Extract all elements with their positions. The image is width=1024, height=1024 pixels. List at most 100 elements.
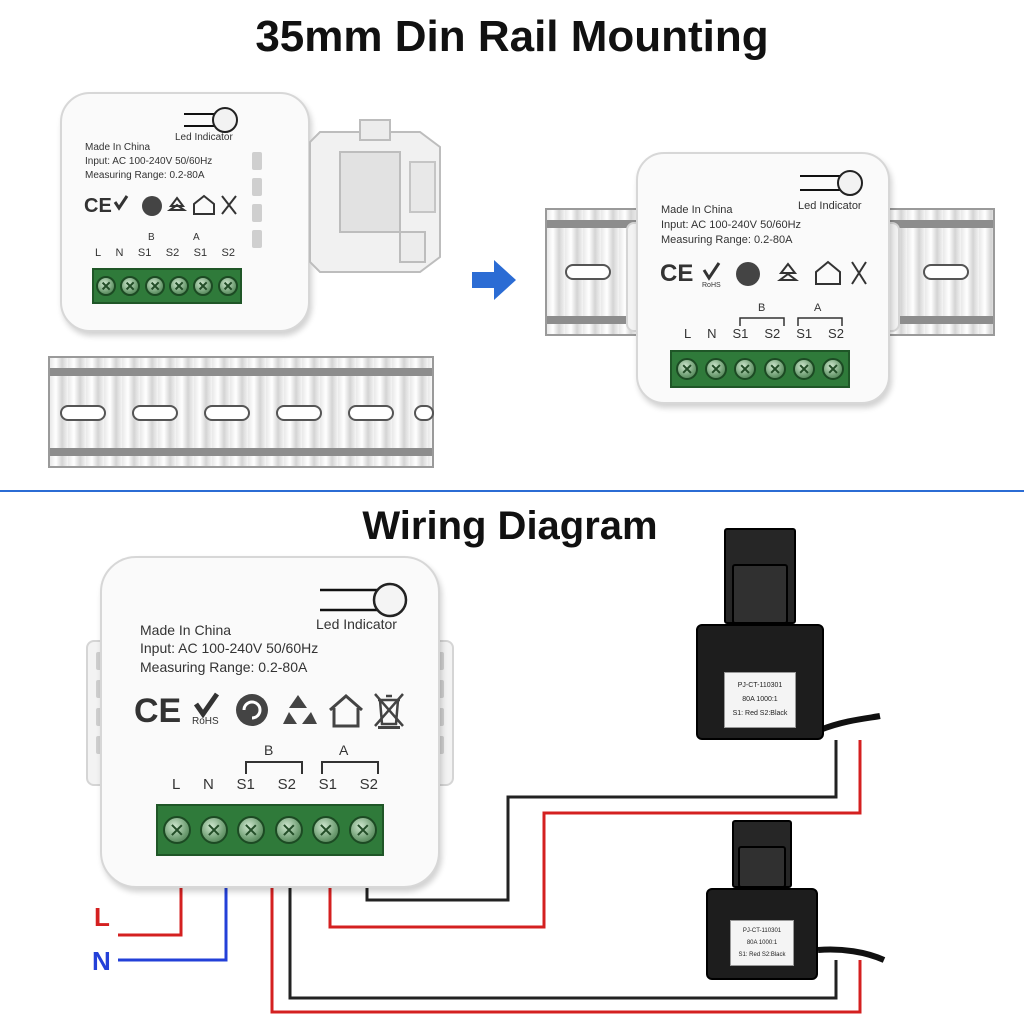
terminal-block [92, 268, 242, 304]
terminal-block [670, 350, 850, 388]
title-wiring-diagram: Wiring Diagram [362, 504, 658, 548]
terminal-label-b-s1: S1 [236, 776, 255, 793]
terminal-screw [217, 276, 238, 296]
group-b-label: B [264, 742, 274, 758]
terminal-label-l: L [172, 776, 181, 793]
ct-a-s2-wire [365, 740, 838, 902]
terminal-screw [734, 358, 757, 380]
group-a-label: A [193, 232, 200, 243]
terminal-screw [120, 276, 141, 296]
terminal-screw [199, 816, 228, 844]
ct-ratio: 80A 1000:1 [742, 696, 778, 703]
measuring-range-spec: Measuring Range: 0.2-80A [661, 234, 793, 246]
module-on-rail: Led Indicator Made In China Input: AC 10… [626, 152, 900, 404]
input-spec: Input: AC 100-240V 50/60Hz [85, 156, 213, 167]
ct-label-a: PJ-CT-110301 80A 1000:1 S1: Red S2:Black [724, 672, 796, 728]
terminal-labels: L N S1 S2 S1 S2 [95, 247, 235, 259]
led-indicator-icon [320, 582, 408, 618]
terminal-screw [193, 276, 214, 296]
ct-wire-colors: S1: Red S2:Black [738, 952, 786, 958]
ct-b-s1-wire [270, 856, 862, 1014]
terminal-screw [792, 358, 815, 380]
ct-b-cable [817, 946, 886, 963]
terminal-label-a-s2: S2 [828, 326, 844, 341]
ct-label-b: PJ-CT-110301 80A 1000:1 S1: Red S2:Black [730, 920, 794, 966]
group-b-label: B [758, 302, 766, 314]
ct-model: PJ-CT-110301 [737, 682, 783, 689]
led-indicator-icon [184, 107, 238, 133]
led-indicator-label: Led Indicator [798, 200, 862, 212]
terminal-label-b-s1: S1 [732, 326, 749, 341]
terminal-labels: L N S1 S2 S1 S2 [684, 326, 844, 341]
terminal-label-b-s1: S1 [137, 247, 152, 259]
measuring-range-spec: Measuring Range: 0.2-80A [140, 659, 308, 675]
measuring-range-spec: Measuring Range: 0.2-80A [85, 170, 205, 181]
din-clip-bracket [309, 119, 441, 273]
group-brackets [739, 317, 843, 326]
weee-bin-icon [374, 693, 404, 729]
svg-text:CE: CE [660, 260, 693, 287]
section-divider [0, 490, 1024, 492]
ct-ratio: 80A 1000:1 [746, 940, 778, 946]
neutral-label: N [92, 946, 111, 976]
group-b-label: B [148, 232, 155, 243]
terminal-label-n: N [203, 776, 214, 793]
svg-text:RoHS: RoHS [702, 282, 721, 288]
led-indicator-icon [800, 170, 863, 196]
ct-model: PJ-CT-110301 [742, 928, 782, 934]
led-indicator-label: Led Indicator [175, 132, 233, 143]
terminal-screw [162, 816, 191, 844]
ct-a-cable [818, 713, 881, 733]
led-indicator-label: Led Indicator [316, 616, 397, 632]
terminal-screw [822, 358, 845, 380]
ct-wire-colors: S1: Red S2:Black [732, 710, 788, 717]
group-a-label: A [814, 302, 822, 314]
group-brackets [245, 761, 379, 774]
terminal-label-l: L [95, 247, 102, 259]
rohs-check-icon [193, 692, 220, 719]
terminal-screw [144, 276, 165, 296]
terminal-label-n: N [115, 247, 124, 259]
ct-sensor-b: PJ-CT-110301 80A 1000:1 S1: Red S2:Black [706, 820, 820, 980]
certification-icons: CE [84, 194, 237, 217]
terminal-screw [96, 276, 117, 296]
green-dot-icon [236, 694, 268, 726]
made-in-label: Made In China [661, 204, 733, 216]
terminal-label-b-s2: S2 [764, 326, 781, 341]
terminal-screw [311, 816, 340, 844]
module-wiring: Led Indicator Made In China Input: AC 10… [86, 556, 454, 888]
terminal-label-a-s1: S1 [193, 247, 208, 259]
terminal-screw [237, 816, 266, 844]
certification-icons: CE RoHS [660, 260, 867, 288]
terminal-label-a-s1: S1 [796, 326, 813, 341]
module-top-left: Led Indicator Made In China Input: AC 10… [60, 92, 310, 332]
terminal-label-b-s2: S2 [277, 776, 296, 793]
house-icon [329, 694, 363, 728]
rohs-label: RoHS [192, 716, 219, 727]
terminal-block [156, 804, 384, 856]
terminal-label-a-s1: S1 [318, 776, 337, 793]
ce-mark-icon: CE [134, 692, 182, 730]
made-in-label: Made In China [140, 622, 232, 638]
made-in-label: Made In China [85, 142, 151, 153]
certification-icons: CE RoHS [134, 690, 414, 730]
svg-text:CE: CE [84, 195, 112, 217]
group-a-label: A [339, 742, 349, 758]
title-din-rail: 35mm Din Rail Mounting [255, 12, 769, 61]
terminal-label-a-s2: S2 [221, 247, 235, 259]
ct-a-s1-wire [328, 740, 862, 929]
neutral-wire [118, 856, 228, 962]
terminal-screw [763, 358, 786, 380]
terminal-screw [349, 816, 378, 844]
line-label: L [94, 902, 110, 932]
terminal-label-a-s2: S2 [359, 776, 378, 793]
input-spec: Input: AC 100-240V 50/60Hz [661, 219, 802, 231]
terminal-label-b-s2: S2 [165, 247, 180, 259]
ct-sensor-a: PJ-CT-110301 80A 1000:1 S1: Red S2:Black [696, 528, 826, 744]
input-spec: Input: AC 100-240V 50/60Hz [140, 640, 319, 656]
terminal-screw [169, 276, 190, 296]
terminal-screw [704, 358, 727, 380]
terminal-screw [675, 358, 698, 380]
terminal-labels: L N S1 S2 S1 S2 [172, 776, 378, 793]
terminal-label-n: N [707, 326, 717, 341]
